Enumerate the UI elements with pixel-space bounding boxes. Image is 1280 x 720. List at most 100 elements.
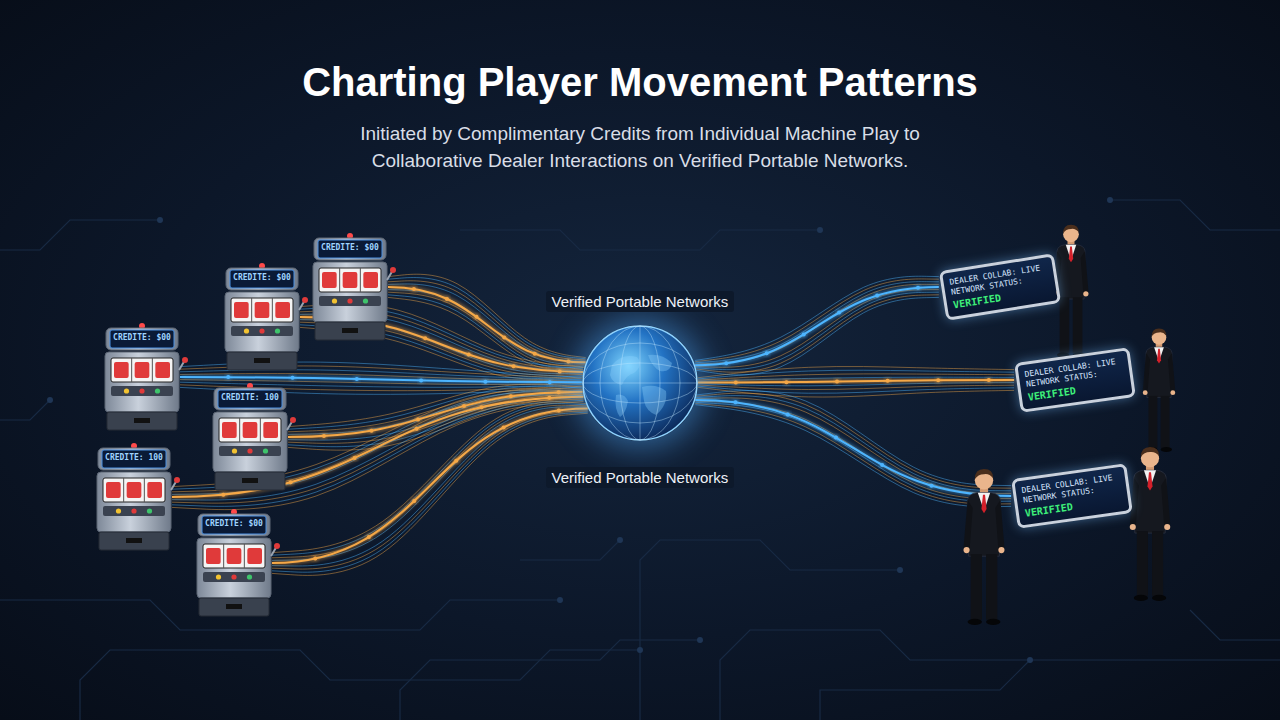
light-particle (415, 427, 419, 431)
flow-connector (300, 317, 583, 372)
dealer-figure (964, 469, 1005, 625)
circuit-traces (0, 200, 1280, 720)
light-particle (479, 405, 483, 409)
circuit-trace (1110, 200, 1280, 230)
light-particle (454, 459, 458, 463)
machine-button (232, 448, 237, 453)
machine-base (315, 322, 385, 340)
light-particle (533, 352, 537, 356)
light-strand (695, 405, 1011, 507)
tablet-status: DEALER COLLAB: LIVE NETWORK STATUS: (1021, 472, 1121, 505)
credit-readout: CREDITE: $00 (321, 243, 379, 253)
light-particle (765, 351, 769, 355)
tablet-status: DEALER COLLAB: LIVE NETWORK STATUS: (1024, 356, 1124, 389)
light-particle (784, 380, 788, 384)
light-particle (802, 332, 806, 336)
machine-button (216, 574, 221, 579)
machine-base (215, 472, 285, 490)
lever-knob (290, 417, 296, 423)
circuit-pad (897, 567, 903, 573)
light-strand (272, 410, 588, 566)
light-strand (695, 403, 1011, 504)
circuit-pads (47, 197, 1113, 663)
machine-body (105, 352, 179, 412)
reel-symbol (255, 302, 270, 318)
button-panel (231, 326, 293, 336)
reel-divider (272, 298, 273, 322)
flow-connector (695, 400, 1011, 496)
reel-symbol (322, 272, 337, 288)
light-strand (272, 404, 588, 556)
machine-screen (218, 390, 282, 408)
dealer-figure (1130, 447, 1171, 601)
light-particle (734, 400, 738, 404)
light-strand (272, 413, 588, 575)
machine-button (139, 388, 144, 393)
light-particle (367, 535, 371, 539)
credit-readout: CREDITE: 100 (105, 453, 163, 463)
light-particle (916, 286, 920, 290)
credit-readout: CREDITE: $00 (113, 333, 171, 343)
reel-symbol (106, 482, 121, 498)
flow-connector (272, 408, 588, 563)
machine-head (226, 268, 298, 290)
light-strand (272, 407, 588, 560)
globe-graticule (583, 326, 697, 440)
light-particle (930, 484, 934, 488)
reel-divider (239, 418, 240, 442)
light-particle (502, 425, 506, 429)
dealer-tablet: DEALER COLLAB: LIVE NETWORK STATUS:VERIF… (1011, 463, 1133, 529)
machine-button (347, 298, 352, 303)
title: Charting Player Movement Patterns (0, 58, 1280, 106)
circuit-trace (520, 540, 620, 560)
coin-tray (342, 328, 358, 333)
light-particle (355, 377, 359, 381)
slot-machine: CREDITE: $00 (224, 262, 300, 372)
machine-screen (318, 240, 382, 258)
reel-symbol (127, 482, 142, 498)
light-particle (445, 297, 449, 301)
machine-button (231, 574, 236, 579)
light-particle (226, 375, 230, 379)
globe-art (582, 325, 698, 441)
machine-button (275, 328, 280, 333)
circuit-pad (557, 597, 563, 603)
light-particle (837, 310, 841, 314)
reel-window (111, 358, 173, 382)
light-strand (695, 402, 1011, 501)
reel-divider (244, 544, 245, 568)
light-particle (502, 335, 506, 339)
light-particle (416, 418, 420, 422)
machine-body (213, 412, 287, 472)
light-particle (322, 434, 326, 438)
lever-knob (390, 267, 396, 273)
machine-button (263, 448, 268, 453)
circuit-pad (697, 637, 703, 643)
machine-button (124, 388, 129, 393)
machine-base (227, 352, 297, 370)
light-particle (419, 379, 423, 383)
machine-button (247, 448, 252, 453)
button-panel (111, 386, 173, 396)
circuit-trace (400, 640, 700, 720)
circuit-pad (1027, 657, 1033, 663)
reel-symbol (147, 482, 162, 498)
light-particle (548, 380, 552, 384)
reel-symbol (243, 422, 258, 438)
light-strand (172, 398, 584, 500)
machine-body (97, 472, 171, 532)
slot-machine: CREDITE: 100 (212, 382, 288, 492)
lever-knob (302, 297, 308, 303)
circuit-pad (1107, 197, 1113, 203)
machine-button (259, 328, 264, 333)
reel-divider (251, 298, 252, 322)
machine-base (199, 598, 269, 616)
light-particle (834, 436, 838, 440)
circuit-trace (1190, 610, 1280, 640)
header: Charting Player Movement Patterns Initia… (0, 58, 1280, 174)
light-strand (695, 398, 1011, 494)
reel-divider (223, 544, 224, 568)
light-strand (695, 391, 1011, 486)
circuit-pad (157, 217, 163, 223)
light-particle (835, 380, 839, 384)
